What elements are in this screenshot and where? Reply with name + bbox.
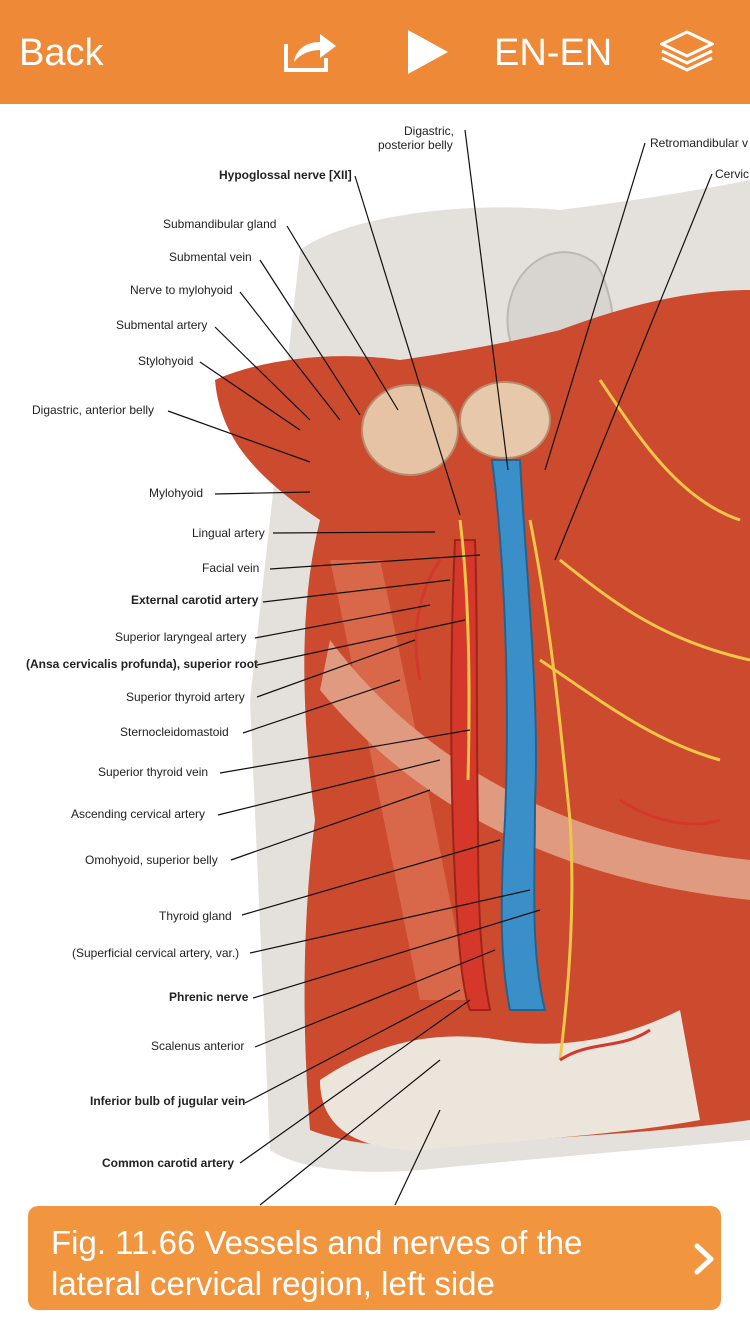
label-facial-vein: Facial vein xyxy=(202,561,260,575)
label-lingual-artery: Lingual artery xyxy=(192,526,265,540)
language-selector[interactable]: EN-EN xyxy=(494,32,613,74)
anatomy-drawing xyxy=(167,129,750,1206)
chevron-right-icon xyxy=(694,1243,714,1275)
label-ascending-cervical-artery: Ascending cervical artery xyxy=(71,807,206,821)
label-sternocleidomastoid: Sternocleidomastoid xyxy=(120,725,229,739)
label-inferior-bulb-jugular-vein: Inferior bulb of jugular vein xyxy=(90,1094,246,1108)
label-submandibular-gland: Submandibular gland xyxy=(163,217,277,231)
label-superior-thyroid-artery: Superior thyroid artery xyxy=(126,690,245,704)
play-icon[interactable] xyxy=(406,30,450,74)
label-mylohyoid: Mylohyoid xyxy=(149,486,204,500)
label-external-carotid-artery: External carotid artery xyxy=(131,593,259,607)
label-posterior-belly: posterior belly xyxy=(378,138,453,152)
label-digastric-anterior-belly: Digastric, anterior belly xyxy=(32,403,155,417)
top-navigation-bar: Back EN-EN xyxy=(0,0,750,104)
anatomy-illustration: Digastric, posterior belly Retromandibul… xyxy=(0,104,750,1334)
label-nerve-to-mylohyoid: Nerve to mylohyoid xyxy=(130,283,233,297)
label-common-carotid-artery: Common carotid artery xyxy=(102,1156,235,1170)
label-ansa-cervicalis: (Ansa cervicalis profunda), superior roo… xyxy=(26,657,259,671)
label-retromandibular-vein: Retromandibular v xyxy=(650,136,749,150)
label-stylohyoid: Stylohyoid xyxy=(138,354,194,368)
label-superficial-cervical-artery: (Superficial cervical artery, var.) xyxy=(72,946,240,960)
label-phrenic-nerve: Phrenic nerve xyxy=(169,990,249,1004)
label-submental-artery: Submental artery xyxy=(116,318,208,332)
share-icon[interactable] xyxy=(282,28,338,74)
layers-icon[interactable] xyxy=(660,28,714,76)
label-cervical: Cervic xyxy=(715,167,750,181)
label-superior-laryngeal-artery: Superior laryngeal artery xyxy=(115,630,247,644)
label-scalenus-anterior: Scalenus anterior xyxy=(151,1039,245,1053)
label-omohyoid-superior-belly: Omohyoid, superior belly xyxy=(85,853,218,867)
label-thyroid-gland: Thyroid gland xyxy=(159,909,232,923)
figure-caption-text: Fig. 11.66 Vessels and nerves of the lat… xyxy=(51,1224,583,1302)
figure-caption-button[interactable]: Fig. 11.66 Vessels and nerves of the lat… xyxy=(28,1206,721,1310)
label-submental-vein: Submental vein xyxy=(169,250,252,264)
label-hypoglossal-nerve: Hypoglossal nerve [XII] xyxy=(219,168,352,182)
label-superior-thyroid-vein: Superior thyroid vein xyxy=(98,765,209,779)
label-digastric: Digastric, xyxy=(404,124,455,138)
back-button[interactable]: Back xyxy=(19,32,104,74)
